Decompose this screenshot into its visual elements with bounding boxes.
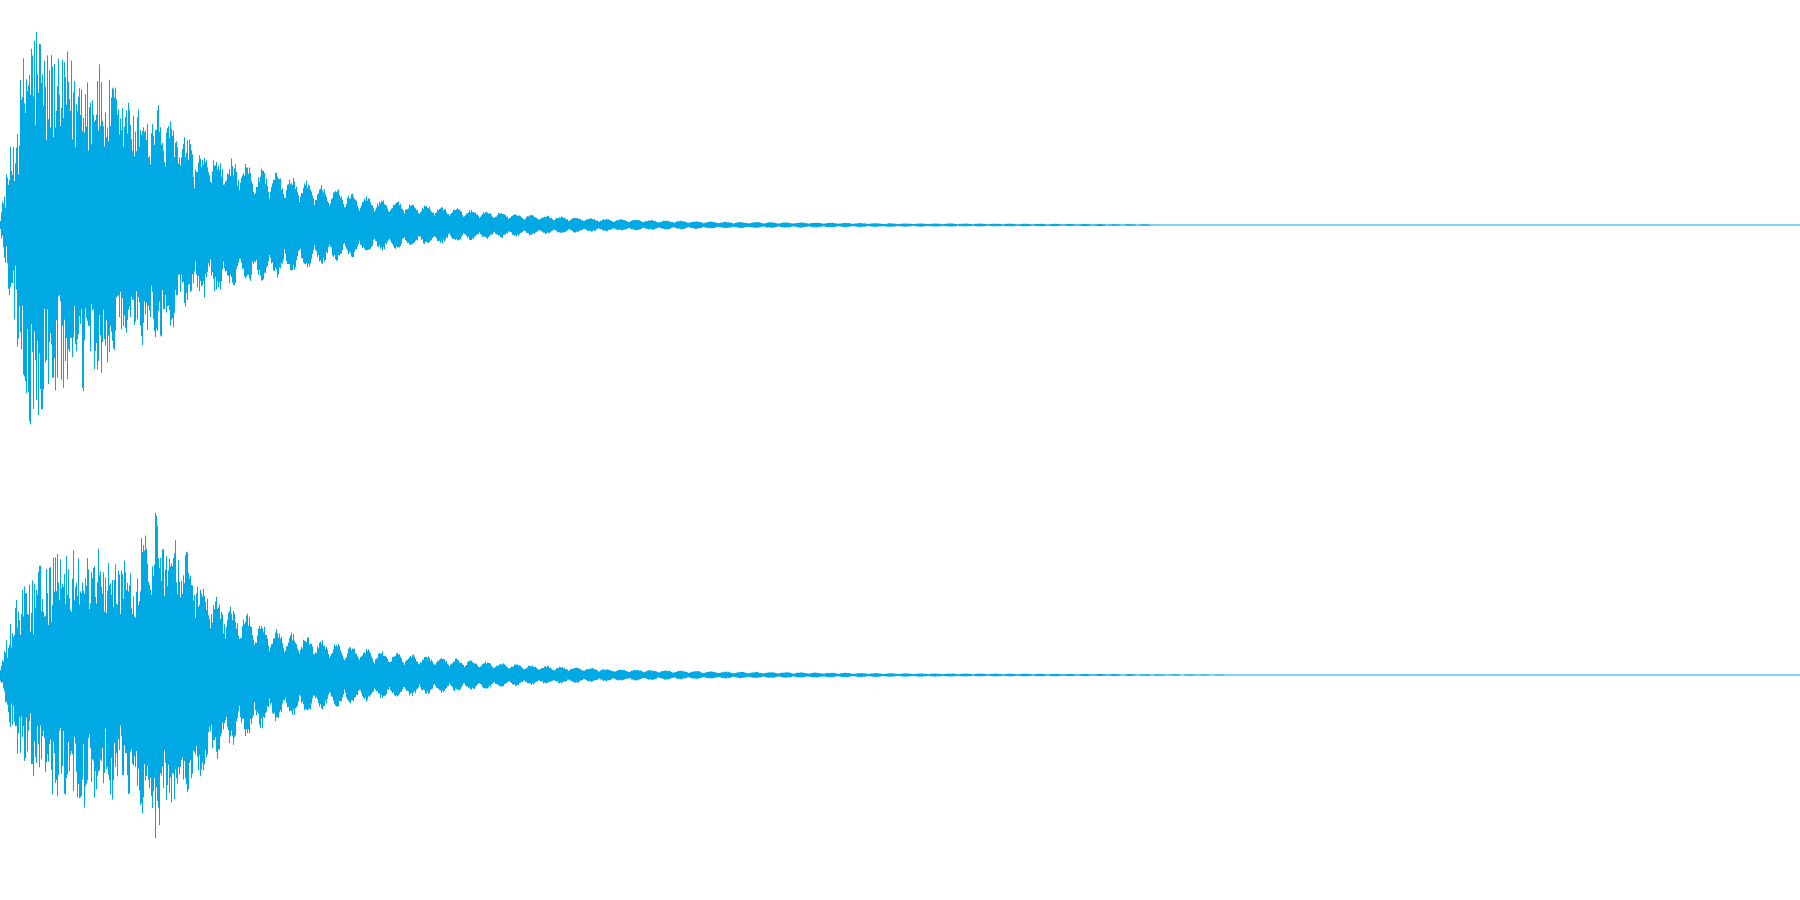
channel-2-waveform: [0, 512, 1800, 839]
channel-1-samples: [0, 31, 1169, 425]
channel-2-samples: [0, 512, 1241, 839]
channel-1-waveform: [0, 31, 1800, 425]
